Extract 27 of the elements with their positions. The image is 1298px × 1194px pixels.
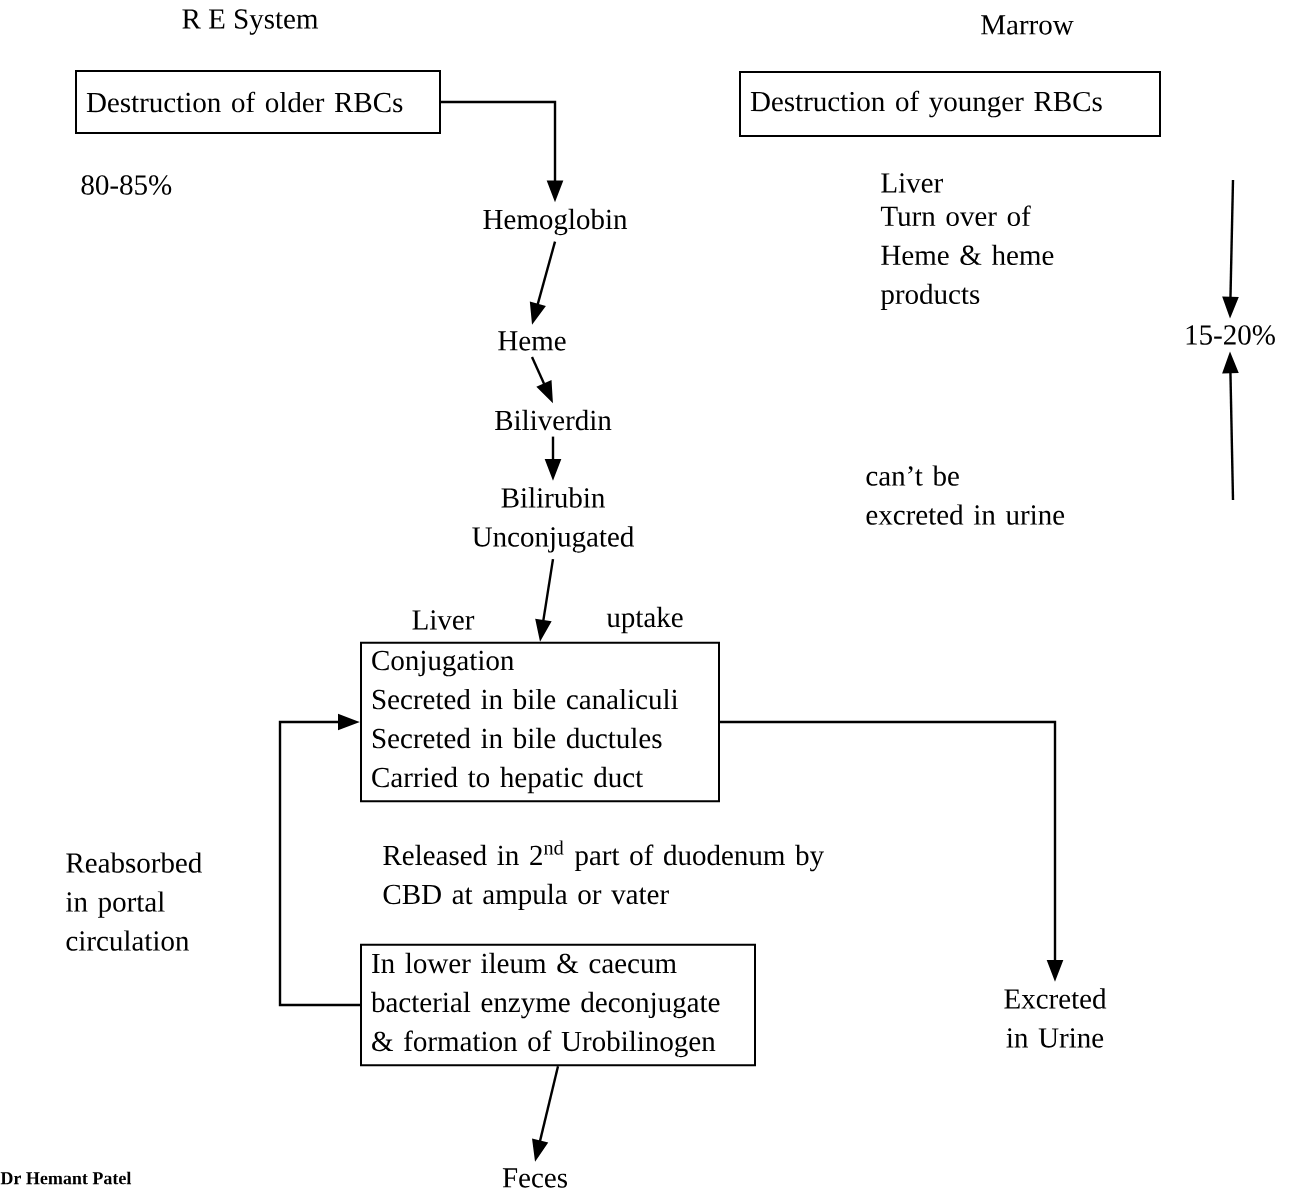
heading: R E System xyxy=(182,9,319,35)
node-label: Carried to hepatic duct xyxy=(372,766,644,794)
step-text: 15-20% xyxy=(1186,325,1275,345)
text-box: Conjugation Secreted in bile canaliculi Secreted in bile ductules Carried to hepatic duct xyxy=(360,641,720,803)
organ-label: Liver xyxy=(881,173,943,193)
node-label: Secreted in bile ductules xyxy=(372,727,662,749)
text-box: In lower ileum & caecum bacterial enzyme deconjugate & formation of Urobilinogen xyxy=(360,943,756,1067)
node-label: Secreted in bile canaliculi xyxy=(372,688,679,710)
step-text: Heme xyxy=(498,331,566,351)
note-text: Released in 2$^{nd}$ part of duodenum by CBD at ampula or vater xyxy=(383,840,824,911)
note-text: Reabsorbed in portal circulation xyxy=(66,852,202,951)
node-label: Conjugation xyxy=(372,650,514,677)
step-text: Hemoglobin xyxy=(483,208,628,236)
note-text: Turn over of Heme & heme products xyxy=(880,205,1054,310)
heading: uptake xyxy=(606,606,683,634)
heading: Liver xyxy=(412,610,475,630)
text-box: Destruction of younger RBCs xyxy=(739,71,1161,137)
percentage-label: 80-85% xyxy=(81,175,172,195)
author-credit: Dr Hemant Patel xyxy=(0,1171,132,1185)
step-text: Biliverdin xyxy=(495,409,612,431)
arrow xyxy=(278,713,360,1007)
step-text: Feces xyxy=(502,1168,567,1188)
heading: Marrow xyxy=(981,15,1074,35)
text-box: Destruction of older RBCs xyxy=(75,70,441,134)
step-text: Excreted in Urine xyxy=(1004,988,1107,1048)
note-text: can’t be excreted in urine xyxy=(866,465,1065,525)
step-text: Bilirubin Unconjugated xyxy=(472,487,634,553)
